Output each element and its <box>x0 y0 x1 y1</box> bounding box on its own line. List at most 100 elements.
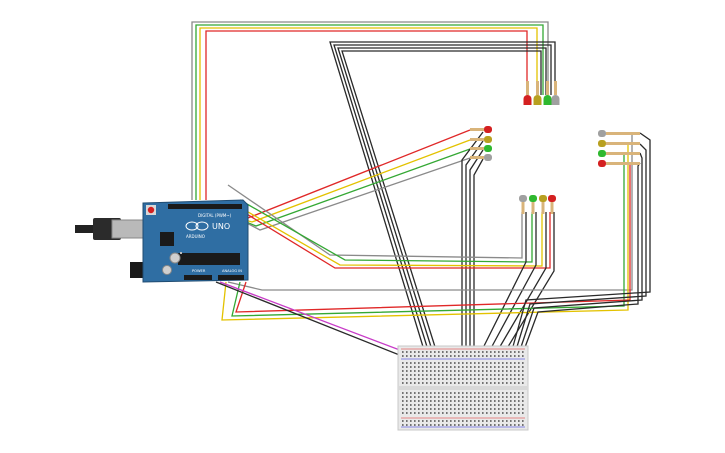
wire-green-right[interactable] <box>231 153 625 317</box>
breadboard-hole[interactable] <box>434 366 436 368</box>
breadboard-hole[interactable] <box>426 378 428 380</box>
breadboard-hole[interactable] <box>446 404 448 406</box>
breadboard-hole[interactable] <box>494 355 496 357</box>
breadboard-hole[interactable] <box>438 362 440 364</box>
breadboard-hole[interactable] <box>418 408 420 410</box>
breadboard-hole[interactable] <box>466 366 468 368</box>
breadboard-hole[interactable] <box>478 420 480 422</box>
breadboard-hole[interactable] <box>434 355 436 357</box>
breadboard-hole[interactable] <box>470 408 472 410</box>
breadboard-hole[interactable] <box>438 408 440 410</box>
breadboard-hole[interactable] <box>434 374 436 376</box>
breadboard-hole[interactable] <box>414 351 416 353</box>
wire-red-center[interactable] <box>231 204 551 269</box>
breadboard-hole[interactable] <box>410 351 412 353</box>
breadboard-hole[interactable] <box>474 355 476 357</box>
breadboard-hole[interactable] <box>462 404 464 406</box>
breadboard-hole[interactable] <box>470 424 472 426</box>
breadboard-hole[interactable] <box>474 412 476 414</box>
breadboard-hole[interactable] <box>494 382 496 384</box>
led-green-top[interactable] <box>543 81 552 105</box>
breadboard-hole[interactable] <box>466 370 468 372</box>
breadboard-hole[interactable] <box>450 370 452 372</box>
breadboard-hole[interactable] <box>430 362 432 364</box>
breadboard-hole[interactable] <box>422 392 424 394</box>
breadboard-hole[interactable] <box>406 355 408 357</box>
breadboard-hole[interactable] <box>522 366 524 368</box>
breadboard-hole[interactable] <box>470 420 472 422</box>
breadboard-hole[interactable] <box>470 378 472 380</box>
breadboard-hole[interactable] <box>430 382 432 384</box>
breadboard-hole[interactable] <box>466 404 468 406</box>
breadboard-hole[interactable] <box>442 366 444 368</box>
breadboard-hole[interactable] <box>454 362 456 364</box>
breadboard-hole[interactable] <box>410 424 412 426</box>
breadboard-hole[interactable] <box>502 400 504 402</box>
breadboard-hole[interactable] <box>494 392 496 394</box>
breadboard-hole[interactable] <box>482 392 484 394</box>
breadboard-hole[interactable] <box>450 396 452 398</box>
breadboard-hole[interactable] <box>466 400 468 402</box>
breadboard-hole[interactable] <box>418 374 420 376</box>
breadboard-hole[interactable] <box>418 424 420 426</box>
breadboard-hole[interactable] <box>446 355 448 357</box>
breadboard-hole[interactable] <box>458 424 460 426</box>
breadboard-hole[interactable] <box>458 408 460 410</box>
half-breadboard[interactable] <box>397 345 529 431</box>
breadboard-hole[interactable] <box>486 408 488 410</box>
breadboard-hole[interactable] <box>506 424 508 426</box>
breadboard-hole[interactable] <box>486 382 488 384</box>
breadboard-hole[interactable] <box>518 408 520 410</box>
breadboard-hole[interactable] <box>502 396 504 398</box>
breadboard-hole[interactable] <box>442 396 444 398</box>
breadboard-hole[interactable] <box>434 400 436 402</box>
breadboard-hole[interactable] <box>466 355 468 357</box>
breadboard-hole[interactable] <box>498 408 500 410</box>
breadboard-hole[interactable] <box>434 351 436 353</box>
breadboard-hole[interactable] <box>426 382 428 384</box>
led-red-top[interactable] <box>523 81 532 105</box>
breadboard-hole[interactable] <box>438 412 440 414</box>
breadboard-hole[interactable] <box>402 378 404 380</box>
breadboard-hole[interactable] <box>454 374 456 376</box>
breadboard-hole[interactable] <box>414 396 416 398</box>
breadboard-hole[interactable] <box>490 404 492 406</box>
breadboard-hole[interactable] <box>430 424 432 426</box>
breadboard-hole[interactable] <box>458 374 460 376</box>
breadboard-hole[interactable] <box>442 408 444 410</box>
breadboard-hole[interactable] <box>490 412 492 414</box>
breadboard-hole[interactable] <box>402 396 404 398</box>
breadboard-hole[interactable] <box>462 355 464 357</box>
breadboard-hole[interactable] <box>514 424 516 426</box>
breadboard-hole[interactable] <box>510 355 512 357</box>
breadboard-hole[interactable] <box>438 396 440 398</box>
breadboard-hole[interactable] <box>518 362 520 364</box>
breadboard-hole[interactable] <box>438 420 440 422</box>
breadboard-hole[interactable] <box>442 370 444 372</box>
breadboard-hole[interactable] <box>458 396 460 398</box>
breadboard-hole[interactable] <box>506 374 508 376</box>
breadboard-hole[interactable] <box>458 382 460 384</box>
breadboard-hole[interactable] <box>506 355 508 357</box>
breadboard-hole[interactable] <box>466 362 468 364</box>
breadboard-hole[interactable] <box>514 412 516 414</box>
breadboard-hole[interactable] <box>490 400 492 402</box>
breadboard-hole[interactable] <box>418 404 420 406</box>
breadboard-hole[interactable] <box>458 404 460 406</box>
breadboard-hole[interactable] <box>430 355 432 357</box>
breadboard-hole[interactable] <box>466 424 468 426</box>
breadboard-hole[interactable] <box>418 396 420 398</box>
breadboard-hole[interactable] <box>418 362 420 364</box>
wire-black-mid-3[interactable] <box>469 149 484 350</box>
breadboard-hole[interactable] <box>498 362 500 364</box>
breadboard-hole[interactable] <box>446 420 448 422</box>
breadboard-hole[interactable] <box>498 370 500 372</box>
breadboard-hole[interactable] <box>422 362 424 364</box>
breadboard-hole[interactable] <box>506 396 508 398</box>
breadboard-hole[interactable] <box>438 370 440 372</box>
breadboard-hole[interactable] <box>402 408 404 410</box>
breadboard-hole[interactable] <box>466 396 468 398</box>
breadboard-hole[interactable] <box>498 404 500 406</box>
breadboard-hole[interactable] <box>426 412 428 414</box>
breadboard-hole[interactable] <box>502 392 504 394</box>
